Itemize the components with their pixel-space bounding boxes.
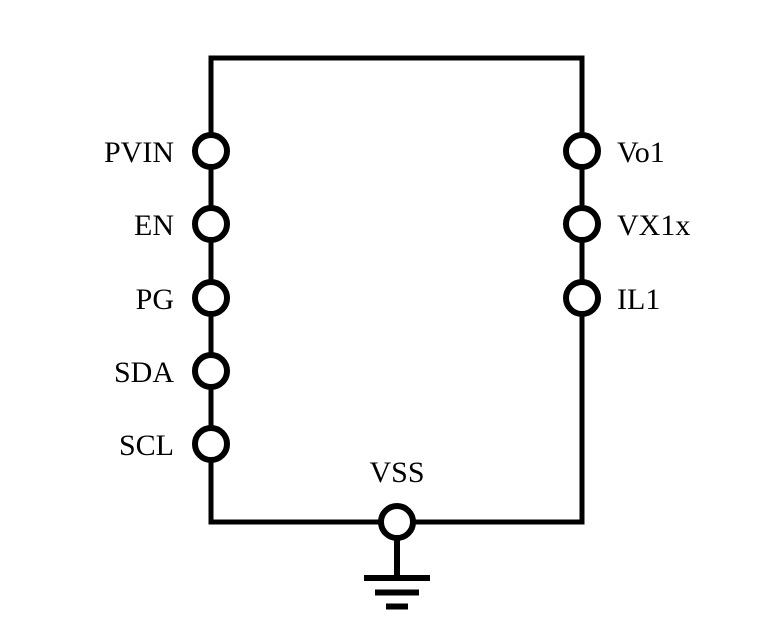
component-outline-wire [208, 55, 585, 525]
pin-label-vx1x: VX1x [617, 209, 690, 242]
pin-label-vo1: Vo1 [617, 136, 665, 169]
pin-label-sda: SDA [114, 356, 174, 389]
pin-terminal-vo1 [563, 132, 601, 170]
pin-label-en: EN [134, 209, 174, 242]
pin-terminal-sda [192, 352, 230, 390]
pin-label-scl: SCL [119, 429, 174, 462]
pin-terminal-vx1x [563, 205, 601, 243]
pin-terminal-pg [192, 279, 230, 317]
pin-label-vss: VSS [369, 456, 424, 489]
pin-label-pg: PG [136, 283, 174, 316]
pin-terminal-pvin [192, 132, 230, 170]
pin-terminal-scl [192, 425, 230, 463]
pin-labels-left: PVIN EN PG SDA SCL [104, 136, 174, 462]
pin-labels-bottom: VSS [369, 456, 424, 489]
pin-labels-right: Vo1 VX1x IL1 [617, 136, 690, 316]
pin-label-il1: IL1 [617, 283, 660, 316]
pin-terminal-en [192, 205, 230, 243]
ground-symbol [364, 522, 430, 610]
pin-label-pvin: PVIN [104, 136, 174, 169]
pin-terminals [192, 132, 601, 541]
pin-terminal-vss [378, 503, 416, 541]
pin-terminal-il1 [563, 279, 601, 317]
